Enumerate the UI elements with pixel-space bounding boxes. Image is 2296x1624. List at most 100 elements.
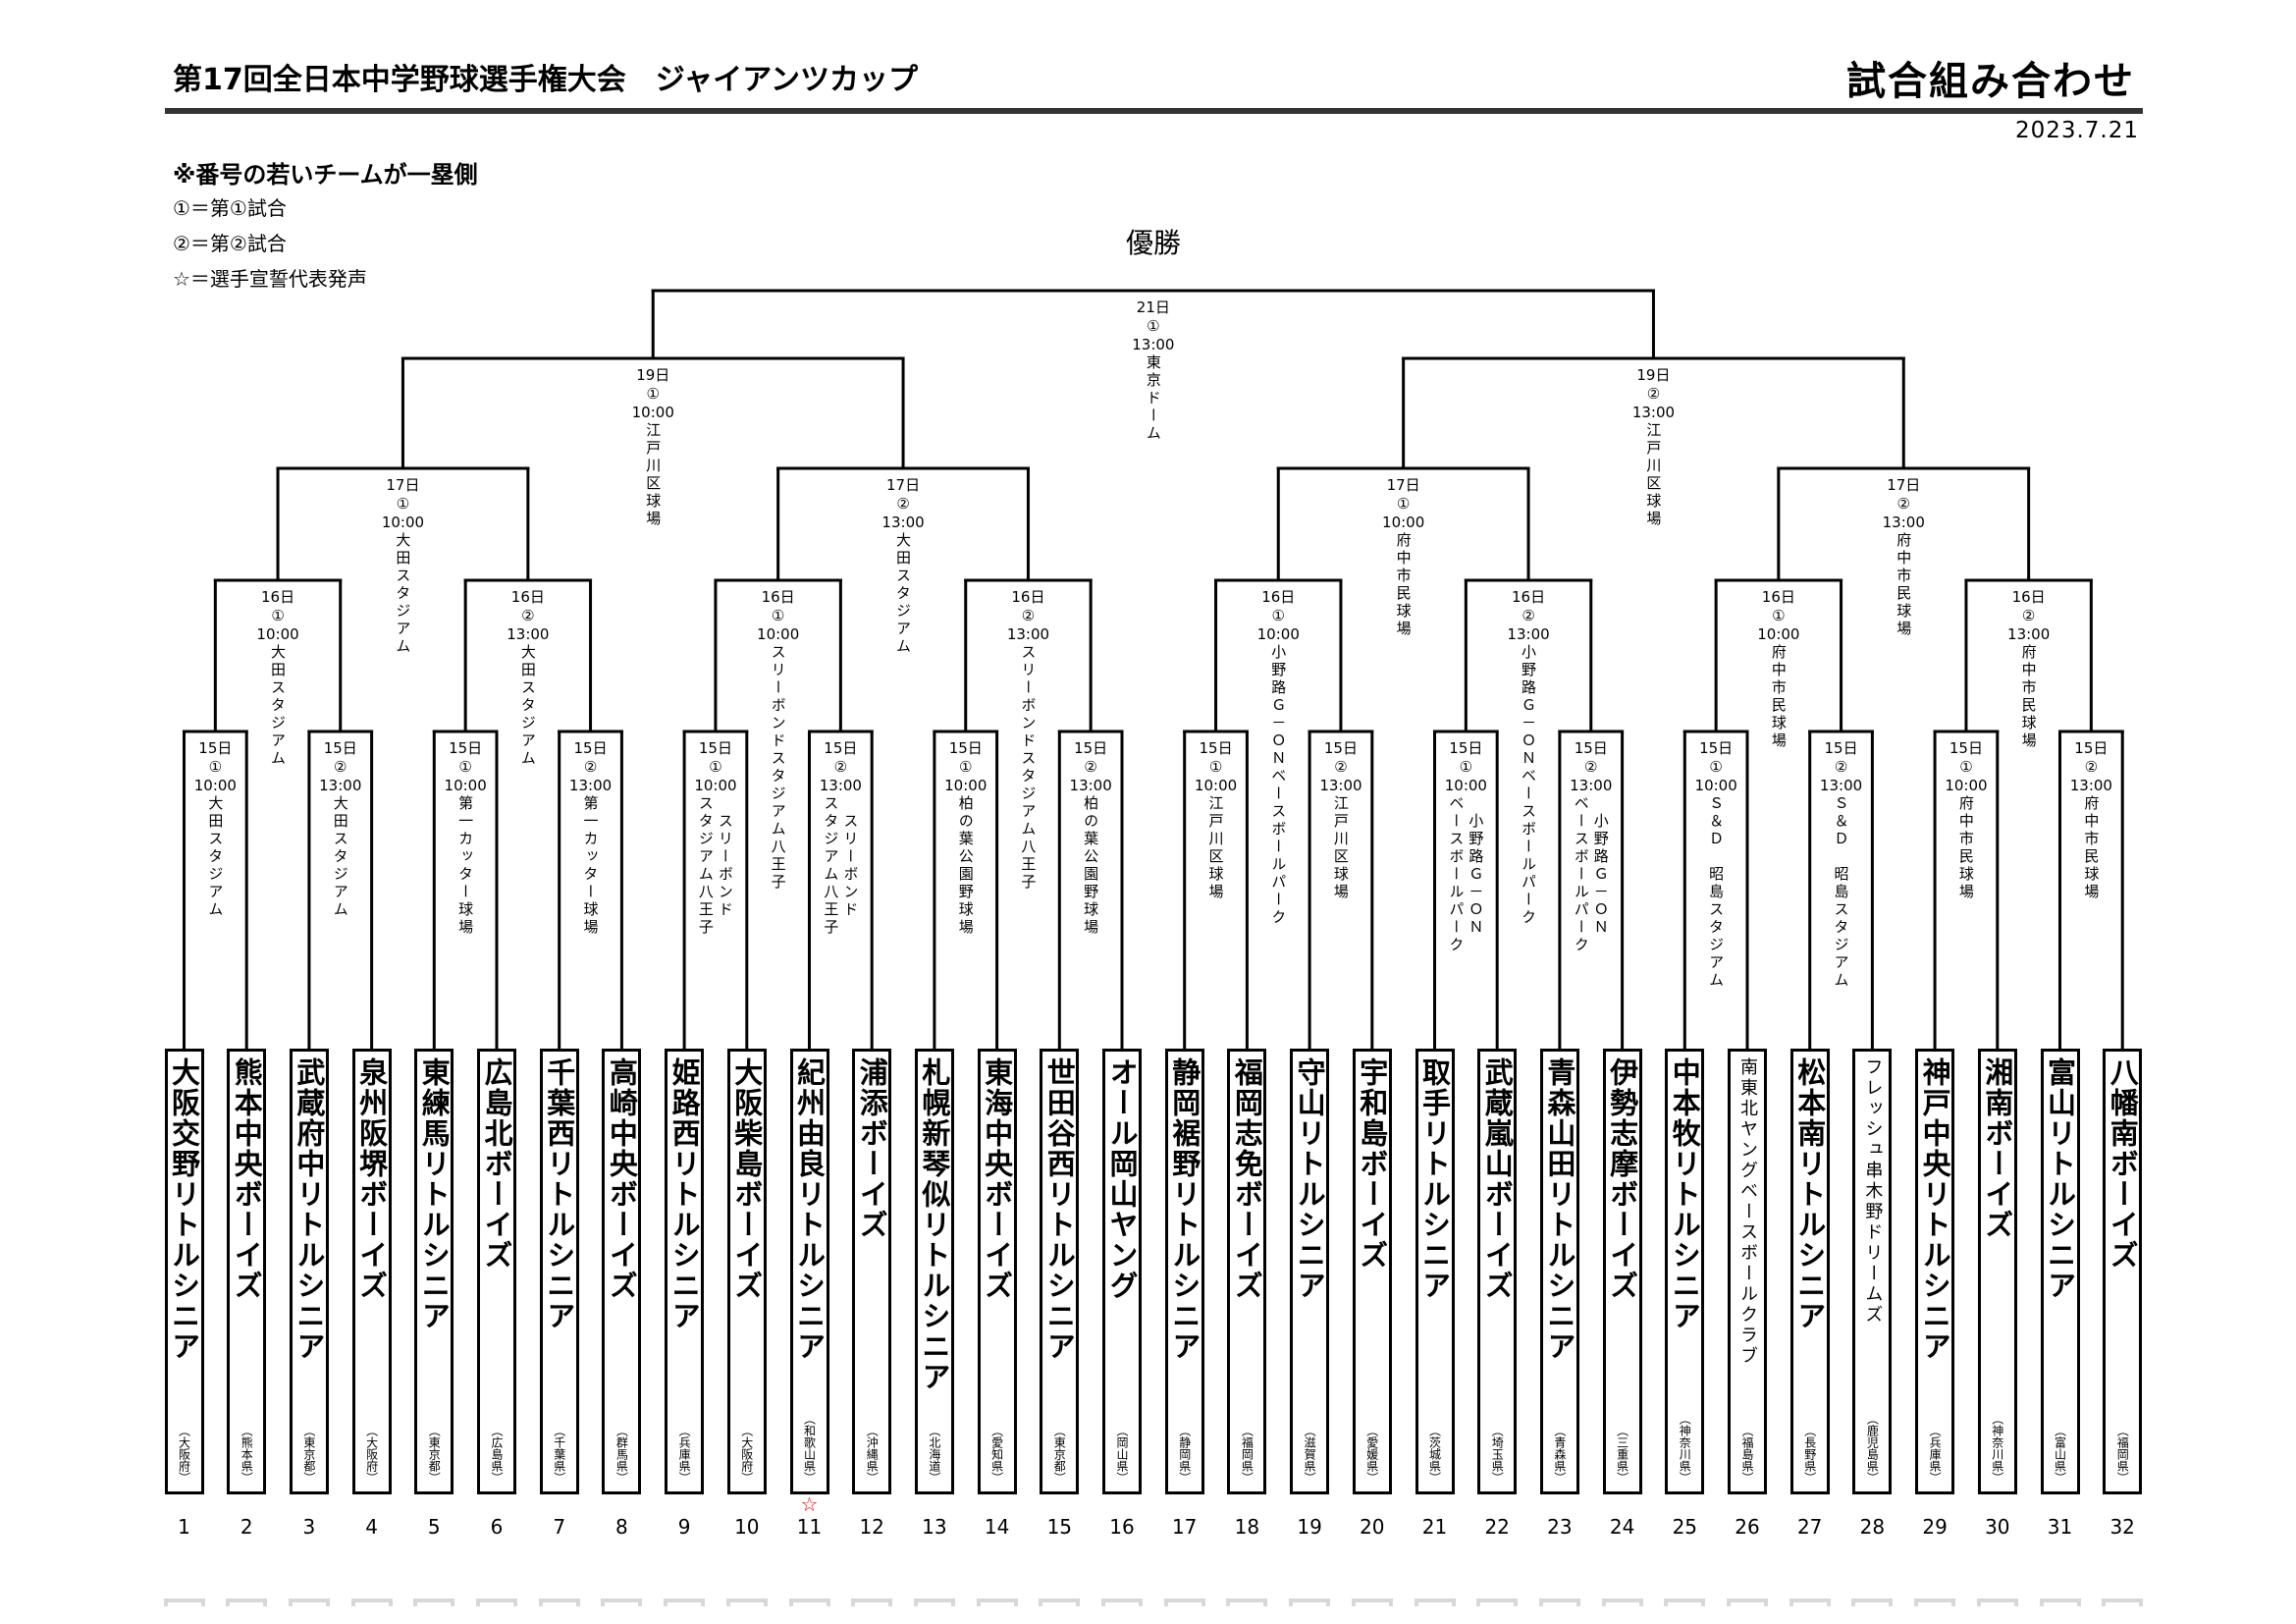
match-slot: ② [1021,607,1036,624]
team-number: 9 [677,1515,691,1539]
match-time: 13:00 [1006,625,1050,643]
match-day: 15日 [1949,739,1983,757]
team-number: 20 [1360,1515,1385,1539]
team-prefecture: （愛媛県） [1364,1425,1379,1484]
match-venue: 江戸川区球場 [1331,795,1350,901]
match-day: 15日 [1699,739,1734,757]
match-time: 10:00 [444,777,487,794]
team-name: 高崎中央ボーイズ [605,1057,639,1301]
match-venue: 江戸川区球場 [644,422,663,528]
match-day: 15日 [1449,739,1483,757]
match-slot: ② [2021,607,2036,624]
team-number: 17 [1171,1515,1198,1539]
footer-mark [1414,1598,1456,1606]
match-slot: ② [1084,758,1097,776]
footer-mark [1476,1598,1519,1606]
footer-mark [1351,1598,1393,1606]
footer-mark [1538,1598,1580,1606]
team-box: 武蔵府中リトルシニア（東京都） [289,1049,329,1494]
match-time: 13:00 [1319,777,1362,794]
footer-mark [788,1598,830,1606]
match-venue: 江戸川区球場 [1644,422,1663,528]
team-prefecture: （広島県） [490,1425,504,1484]
match-venue: 小野路Ｇ－ＯＮベースボールパーク [1269,644,1288,927]
match-day: 15日 [1199,739,1233,757]
team-number: 27 [1796,1515,1823,1539]
team-number: 12 [859,1515,884,1539]
team-prefecture: （埼玉県） [1490,1425,1505,1484]
team-prefecture: （熊本県） [240,1425,254,1484]
team-box: 守山リトルシニア（滋賀県） [1290,1049,1330,1494]
match-venue: スリーボンド スタジアム八王子 [822,795,860,937]
team-name: 静岡裾野リトルシニア [1167,1057,1201,1362]
footer-mark [601,1598,643,1606]
team-number: 13 [922,1515,947,1539]
footer-mark [1163,1598,1205,1606]
match-time: 13:00 [507,625,550,643]
match-day: 15日 [1323,739,1358,757]
team-prefecture: （福島県） [1740,1425,1754,1484]
match-time: 10:00 [1757,625,1800,643]
match-venue: 府中市民球場 [2082,795,2101,901]
match-time: 13:00 [1882,514,1925,531]
match-day: 15日 [1574,739,1608,757]
match-slot: ① [1772,607,1786,624]
match-venue: スリーボンド スタジアム八王子 [696,795,734,937]
match-slot: ① [1959,758,1973,776]
team-prefecture: （福岡県） [1240,1425,1255,1484]
document-date: 2023.7.21 [2014,118,2139,143]
footer-mark [1789,1598,1831,1606]
team-name: 福岡志免ボーイズ [1230,1057,1264,1301]
team-box: 松本南リトルシニア（長野県） [1789,1049,1830,1494]
footer-mark [1976,1598,2018,1606]
team-box: フレッシュ串木野ドリームズ（鹿児島県） [1852,1049,1893,1494]
match-venue: Ｓ＆Ｄ 昭島スタジアム [1707,795,1726,990]
match-venue: 柏の葉公園野球場 [1082,795,1100,937]
match-venue: 大田スタジアム [331,795,349,919]
match-day: 16日 [260,588,295,606]
team-number: 6 [490,1515,504,1539]
team-box: オール岡山ヤング（岡山県） [1102,1049,1142,1494]
team-name: 取手リトルシニア [1417,1057,1452,1301]
match-time: 13:00 [1507,625,1550,643]
match-day: 15日 [698,739,732,757]
team-box: 伊勢志摩ボーイズ（三重県） [1602,1049,1642,1494]
team-number: 16 [1109,1515,1135,1539]
match-day: 15日 [948,739,983,757]
team-box: 富山リトルシニア（富山県） [2040,1049,2080,1494]
team-number: 15 [1046,1515,1073,1539]
match-slot: ① [646,385,660,403]
match-slot: ② [1646,385,1661,403]
team-name: 武蔵嵐山ボーイズ [1480,1057,1515,1301]
footer-mark [1226,1598,1268,1606]
match-time: 13:00 [1069,777,1112,794]
match-venue: 府中市民球場 [1769,644,1788,750]
match-day: 15日 [323,739,357,757]
match-time: 13:00 [1132,336,1175,353]
match-slot: ① [1271,607,1285,624]
team-number: 25 [1672,1515,1698,1539]
team-prefecture: （青森県） [1552,1425,1567,1484]
team-box: 神戸中央リトルシニア（兵庫県） [1915,1049,1955,1494]
team-name: 大阪柴島ボーイズ [729,1057,764,1301]
match-venue: 江戸川区球場 [1206,795,1225,901]
footer-mark [725,1598,768,1606]
footer-mark [538,1598,580,1606]
footer-mark [1101,1598,1143,1606]
team-number: 24 [1609,1515,1635,1539]
match-day: 16日 [1261,588,1296,606]
match-time: 13:00 [881,514,925,531]
match-time: 10:00 [1444,777,1487,794]
match-day: 15日 [449,739,483,757]
footer-mark [350,1598,393,1606]
team-prefecture: （大阪府） [364,1425,379,1484]
match-venue: スリーボンドスタジアム八王子 [1019,644,1038,892]
match-time: 13:00 [568,777,613,794]
match-day: 16日 [1511,588,1546,606]
